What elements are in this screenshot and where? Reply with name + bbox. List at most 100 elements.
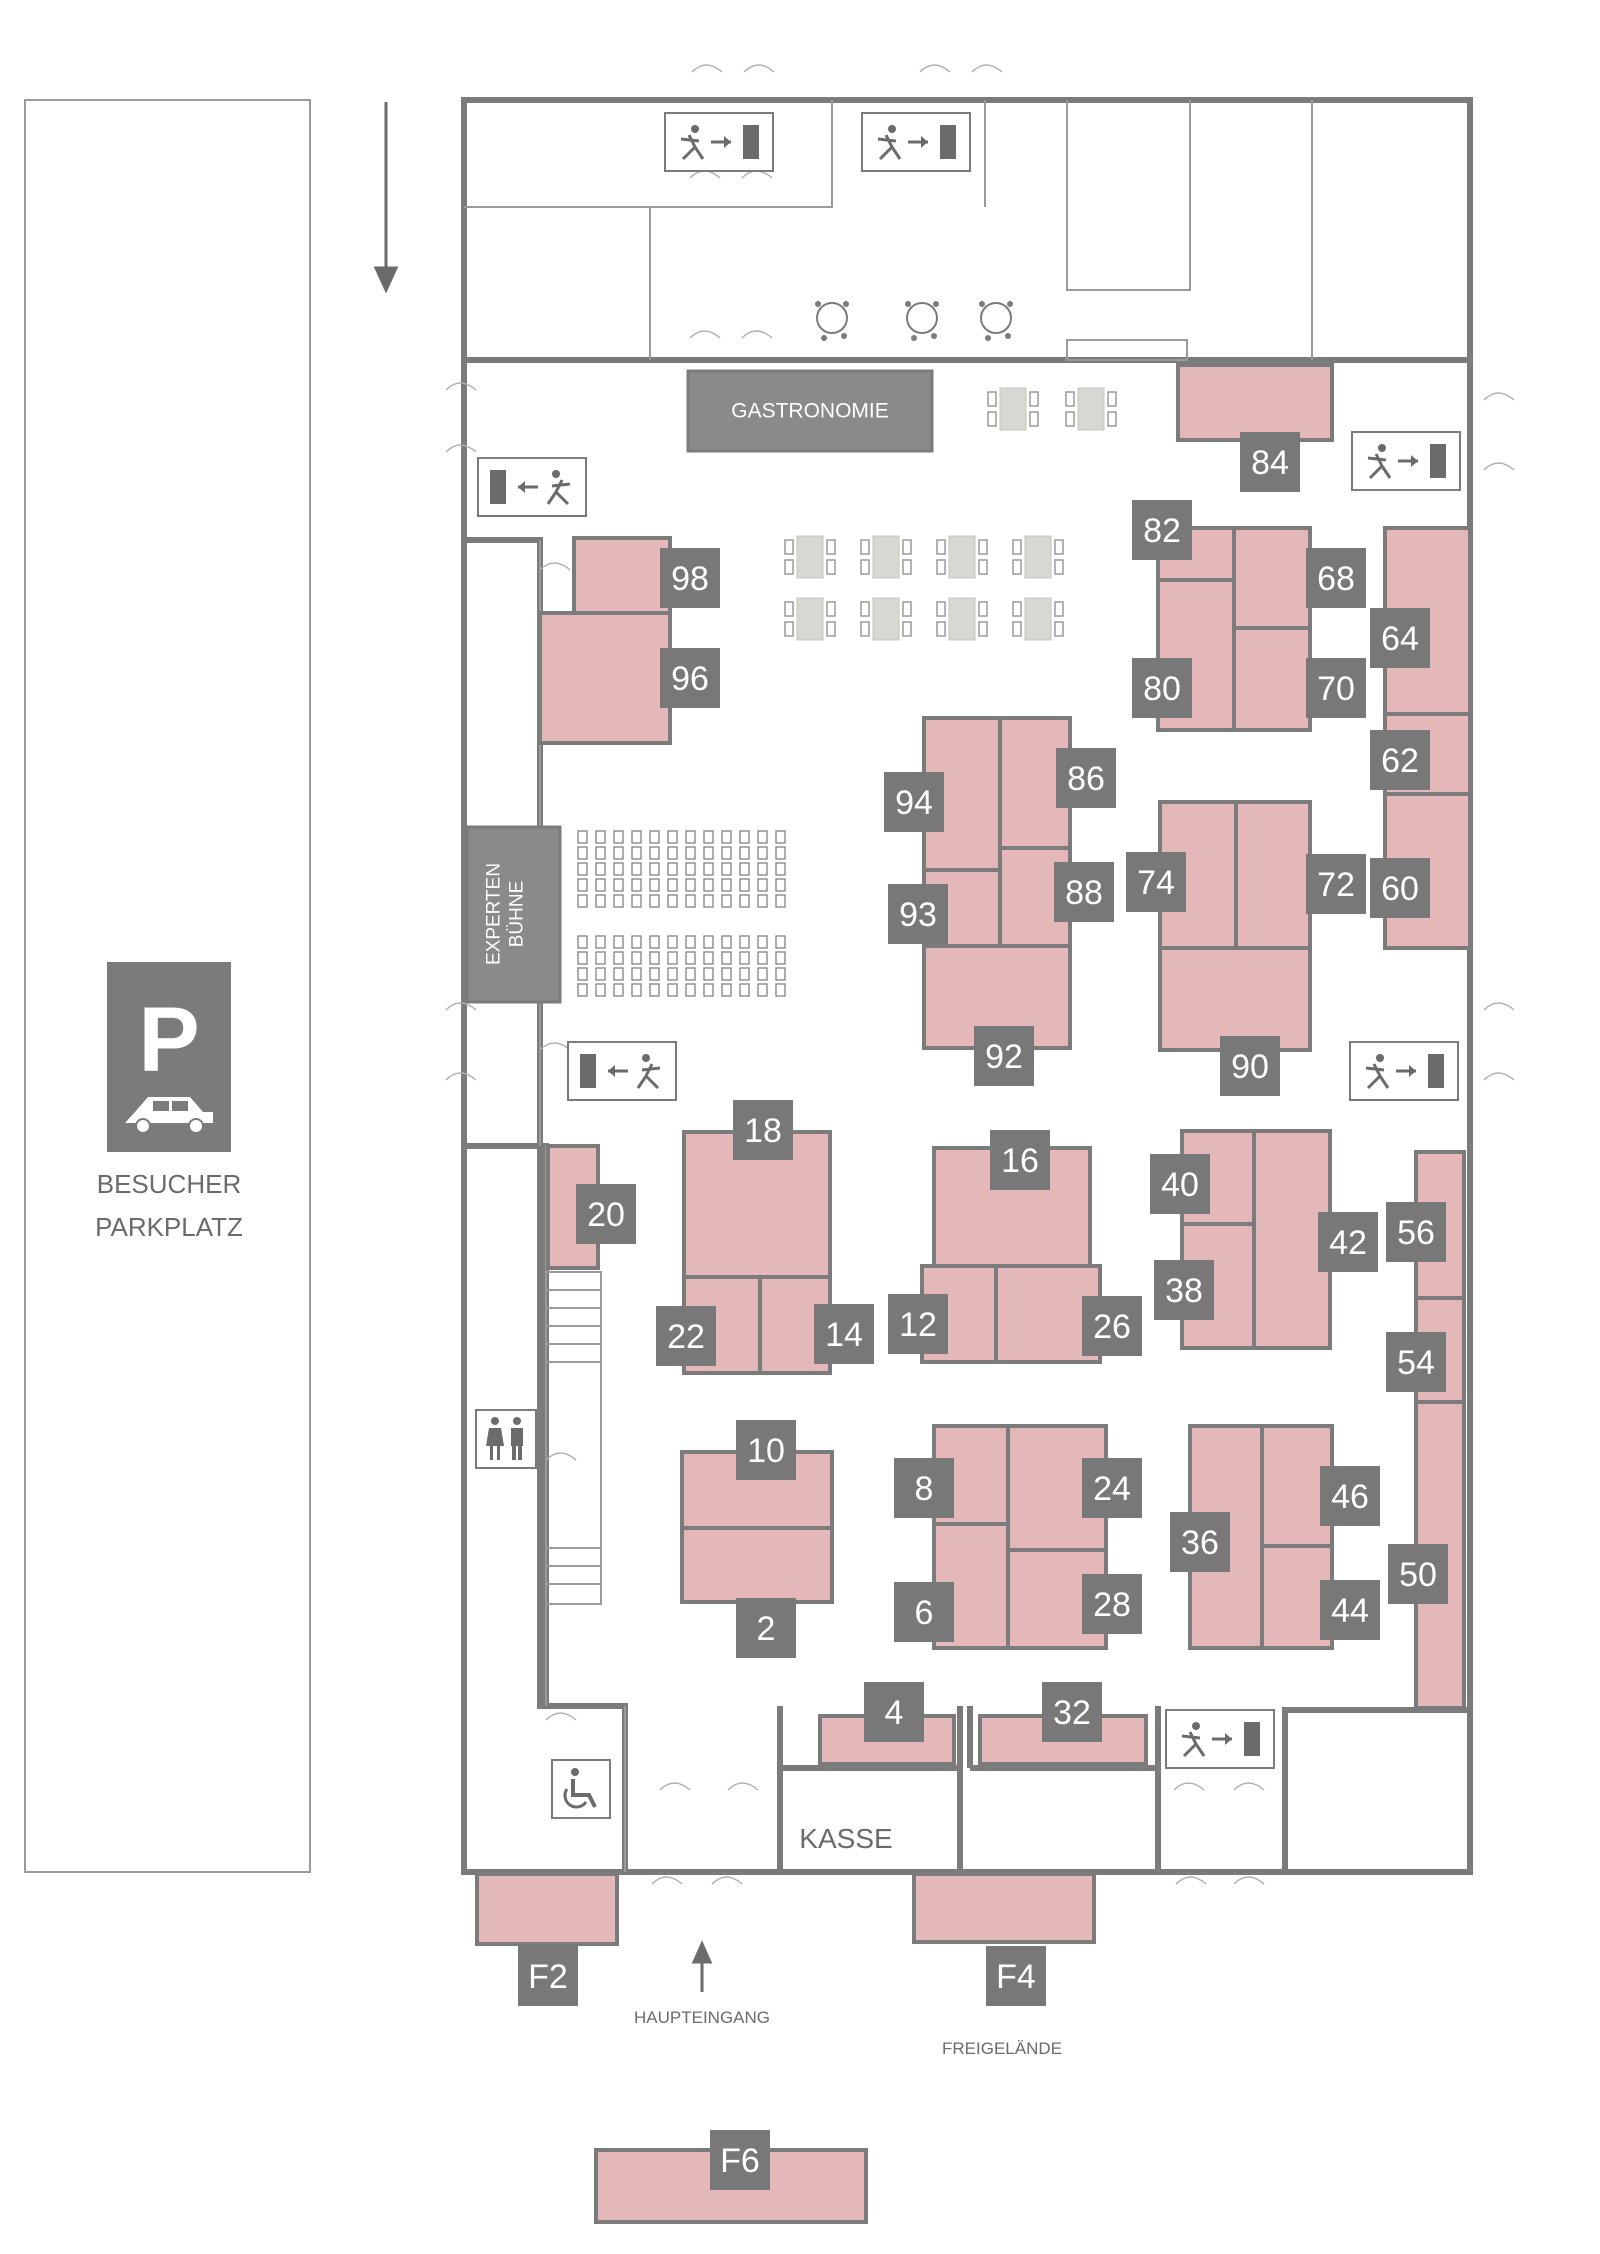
restroom-icon xyxy=(475,1409,537,1469)
booth-70[interactable]: 70 xyxy=(1306,658,1366,718)
booth-number: 18 xyxy=(744,1112,782,1150)
booth-12[interactable]: 12 xyxy=(888,1294,948,1354)
booth-number: 14 xyxy=(825,1316,863,1354)
booth-F2[interactable]: F2 xyxy=(518,1946,578,2006)
booth-98[interactable]: 98 xyxy=(660,548,720,608)
booth-40[interactable]: 40 xyxy=(1150,1154,1210,1214)
expert-stage-block xyxy=(465,825,562,1004)
emergency-exit-icon xyxy=(1351,431,1461,491)
booth-number: 64 xyxy=(1381,620,1419,658)
booth-20[interactable]: 20 xyxy=(576,1184,636,1244)
booth-82[interactable]: 82 xyxy=(1132,500,1192,560)
furniture xyxy=(445,64,1515,1885)
parking-sign-icon: P xyxy=(107,962,231,1152)
booth-number: 20 xyxy=(587,1196,625,1234)
emergency-exit-icon xyxy=(477,457,587,517)
booth-number: 98 xyxy=(671,560,709,598)
booth-92[interactable]: 92 xyxy=(974,1026,1034,1086)
emergency-exit-icon xyxy=(1165,1709,1275,1769)
booth-F4[interactable]: F4 xyxy=(986,1946,1046,2006)
booth-number: 94 xyxy=(895,784,933,822)
booth-number: 70 xyxy=(1317,670,1355,708)
booth-88[interactable]: 88 xyxy=(1054,862,1114,922)
booth-36[interactable]: 36 xyxy=(1170,1512,1230,1572)
booth-number: 92 xyxy=(985,1038,1023,1076)
booth-94[interactable]: 94 xyxy=(884,772,944,832)
booth-16[interactable]: 16 xyxy=(990,1130,1050,1190)
booth-number: 56 xyxy=(1397,1214,1435,1252)
booth-number: 24 xyxy=(1093,1470,1131,1508)
emergency-exit-icon xyxy=(567,1041,677,1101)
booth-number: 88 xyxy=(1065,874,1103,912)
booth-24[interactable]: 24 xyxy=(1082,1458,1142,1518)
booth-number: 8 xyxy=(915,1470,934,1508)
booth-56[interactable]: 56 xyxy=(1386,1202,1446,1262)
booth-22[interactable]: 22 xyxy=(656,1306,716,1366)
booth-64[interactable]: 64 xyxy=(1370,608,1430,668)
booth-6[interactable]: 6 xyxy=(894,1582,954,1642)
booth-8[interactable]: 8 xyxy=(894,1458,954,1518)
booth-50[interactable]: 50 xyxy=(1388,1544,1448,1604)
booth-68[interactable]: 68 xyxy=(1306,548,1366,608)
booth-labels: 2468101214161820222426283236384042444650… xyxy=(518,432,1448,2190)
booth-number: 4 xyxy=(885,1694,904,1732)
booth-28[interactable]: 28 xyxy=(1082,1574,1142,1634)
booth-60[interactable]: 60 xyxy=(1370,858,1430,918)
booth-number: 50 xyxy=(1399,1556,1437,1594)
booth-10[interactable]: 10 xyxy=(736,1420,796,1480)
booth-14[interactable]: 14 xyxy=(814,1304,874,1364)
booth-number: 96 xyxy=(671,660,709,698)
booth-number: 60 xyxy=(1381,870,1419,908)
main-entrance-label: HAUPTEINGANG xyxy=(634,2008,770,2027)
booth-44[interactable]: 44 xyxy=(1320,1580,1380,1640)
booth-90[interactable]: 90 xyxy=(1220,1036,1280,1096)
booth-number: 22 xyxy=(667,1318,705,1356)
outdoor-area-label: FREIGELÄNDE xyxy=(942,2039,1062,2058)
booth-number: 2 xyxy=(757,1610,776,1648)
booth-number: 44 xyxy=(1331,1592,1369,1630)
booth-number: 6 xyxy=(915,1594,934,1632)
booth-number: 82 xyxy=(1143,512,1181,550)
booth-number: 12 xyxy=(899,1306,937,1344)
booth-74[interactable]: 74 xyxy=(1126,852,1186,912)
booth-84[interactable]: 84 xyxy=(1240,432,1300,492)
stage-label-line1: EXPERTEN xyxy=(484,863,505,965)
booth-80[interactable]: 80 xyxy=(1132,658,1192,718)
booth-62[interactable]: 62 xyxy=(1370,730,1430,790)
gastronomie-block xyxy=(686,369,934,453)
booth-F6[interactable]: F6 xyxy=(710,2130,770,2190)
booth-4[interactable]: 4 xyxy=(864,1682,924,1742)
parking-symbol: P xyxy=(138,989,199,1091)
booth-number: F2 xyxy=(528,1958,568,1996)
booth-96[interactable]: 96 xyxy=(660,648,720,708)
booth-number: 26 xyxy=(1093,1308,1131,1346)
gastronomie-label: GASTRONOMIE xyxy=(731,400,889,423)
direction-arrow-icon xyxy=(373,102,399,294)
booth-32[interactable]: 32 xyxy=(1042,1682,1102,1742)
parking-area xyxy=(24,99,311,1873)
booth-number: 28 xyxy=(1093,1586,1131,1624)
booth-72[interactable]: 72 xyxy=(1306,854,1366,914)
booth-number: 16 xyxy=(1001,1142,1039,1180)
emergency-exit-icon xyxy=(861,112,971,172)
booth-86[interactable]: 86 xyxy=(1056,748,1116,808)
booth-54[interactable]: 54 xyxy=(1386,1332,1446,1392)
booth-18[interactable]: 18 xyxy=(733,1100,793,1160)
booth-number: F6 xyxy=(720,2142,760,2180)
booth-42[interactable]: 42 xyxy=(1318,1212,1378,1272)
entrance-arrow-icon xyxy=(691,1940,713,1992)
booth-46[interactable]: 46 xyxy=(1320,1466,1380,1526)
booth-number: F4 xyxy=(996,1958,1036,1996)
parking-label-line1: BESUCHER xyxy=(97,1169,241,1199)
booth-2[interactable]: 2 xyxy=(736,1598,796,1658)
booth-number: 46 xyxy=(1331,1478,1369,1516)
car-icon xyxy=(125,1097,213,1134)
booth-26[interactable]: 26 xyxy=(1082,1296,1142,1356)
booth-38[interactable]: 38 xyxy=(1154,1260,1214,1320)
booth-number: 54 xyxy=(1397,1344,1435,1382)
booth-number: 62 xyxy=(1381,742,1419,780)
kasse-label: KASSE xyxy=(799,1823,892,1854)
booth-number: 68 xyxy=(1317,560,1355,598)
booth-number: 32 xyxy=(1053,1694,1091,1732)
booth-93[interactable]: 93 xyxy=(888,884,948,944)
